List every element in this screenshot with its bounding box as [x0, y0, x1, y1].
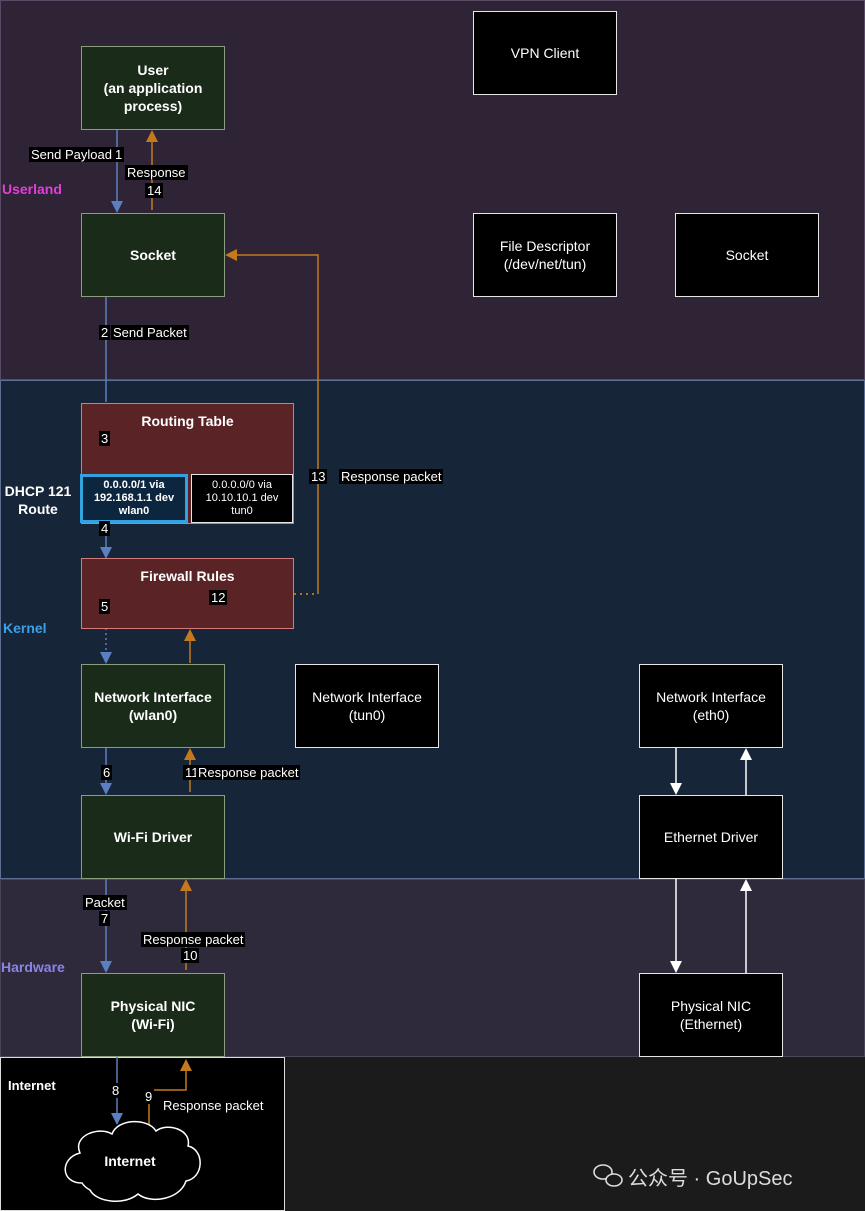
wechat-icon: [593, 1164, 623, 1187]
step-14-text: Response: [125, 165, 188, 180]
network-interface-wlan0-box: Network Interface (wlan0): [81, 664, 225, 748]
step-1-text: Send Payload: [29, 147, 114, 162]
step-12-number: 12: [209, 590, 228, 605]
step-4-number: 4: [99, 521, 111, 536]
network-interface-tun0-box: Network Interface (tun0): [295, 664, 439, 748]
step-2-text: Send Packet: [111, 325, 189, 340]
internet-cloud-shape: [64, 1120, 201, 1202]
step-7-number: 7: [99, 911, 111, 926]
step-13-number: 13: [309, 469, 328, 484]
internet-zone-label: Internet: [8, 1078, 56, 1093]
socket-user-box: Socket: [81, 213, 225, 297]
physical-nic-wifi-box: Physical NIC (Wi-Fi): [81, 973, 225, 1057]
step-9-number: 9: [143, 1089, 155, 1104]
ethernet-driver-box: Ethernet Driver: [639, 795, 783, 879]
socket-vpn-box: Socket: [675, 213, 819, 297]
step-9-text: Response packet: [161, 1098, 266, 1113]
step-13-text: Response packet: [339, 469, 444, 484]
step-5-number: 5: [99, 599, 111, 614]
step-6-number: 6: [101, 765, 113, 780]
watermark-text: 公众号 · GoUpSec: [628, 1168, 793, 1190]
step-2-number: 2: [99, 325, 111, 340]
firewall-rules-box: Firewall Rules: [81, 558, 294, 629]
step-10-number: 10: [181, 948, 200, 963]
dhcp-121-route-label: DHCP 121 Route: [4, 483, 72, 517]
network-interface-eth0-box: Network Interface (eth0): [639, 664, 783, 748]
kernel-label: Kernel: [3, 620, 47, 636]
step-10-text: Response packet: [141, 932, 246, 947]
userland-label: Userland: [2, 181, 62, 197]
wifi-driver-box: Wi-Fi Driver: [81, 795, 225, 879]
internet-cloud-label: Internet: [104, 1153, 156, 1169]
arrow-step-9b: [149, 1059, 192, 1091]
step-8-number: 8: [110, 1083, 122, 1098]
step-7-text: Packet: [83, 895, 127, 910]
step-1-number: 1: [113, 147, 125, 162]
step-14-number: 14: [145, 183, 164, 198]
step-3-number: 3: [99, 431, 111, 446]
vpn-client-box: VPN Client: [473, 11, 617, 95]
user-process-box: User (an application process): [81, 46, 225, 130]
step-11-text: Response packet: [196, 765, 301, 780]
physical-nic-ethernet-box: Physical NIC (Ethernet): [639, 973, 783, 1057]
route-wlan0-entry: 0.0.0.0/1 via 192.168.1.1 dev wlan0: [80, 474, 188, 523]
hardware-label: Hardware: [1, 959, 65, 975]
file-descriptor-box: File Descriptor (/dev/net/tun): [473, 213, 617, 297]
route-tun0-entry: 0.0.0.0/0 via 10.10.10.1 dev tun0: [191, 474, 293, 523]
